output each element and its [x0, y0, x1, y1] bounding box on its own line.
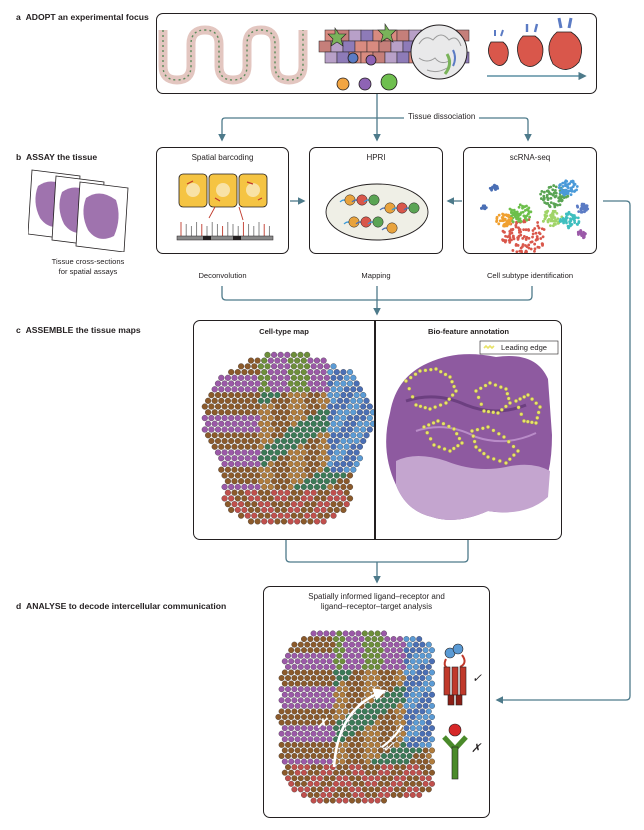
cell-type-spot-map [201, 351, 374, 525]
leading-edge-annotation [404, 367, 542, 465]
cross-mark: ✗ [471, 741, 482, 755]
leading-edge-legend-label: Leading edge [501, 343, 548, 352]
leading-edge-legend-box [479, 340, 559, 355]
intestinal-crypts-illustration [158, 25, 308, 85]
section-c-label: c ASSEMBLE the tissue maps [16, 325, 141, 335]
arrow-to-spatial-barcoding [218, 117, 377, 142]
barcode-array-icon [180, 206, 270, 236]
interaction-arrow-long [332, 688, 387, 768]
analyse-spot-map [275, 630, 435, 804]
receptor-complex-icon [443, 643, 467, 706]
interaction-arrow-short [381, 724, 403, 748]
experimental-focus-box [156, 13, 597, 94]
scrnaseq-title: scRNA-seq [509, 153, 551, 162]
section-b-label: b ASSAY the tissue [16, 152, 98, 162]
hpri-probes-icon [339, 194, 420, 234]
bio-feature-panel: Bio-feature annotation Leading edge [375, 320, 562, 540]
receptor-y-icon [442, 723, 468, 780]
analyse-title: Spatially informed ligand–receptor and l… [308, 592, 445, 611]
analyse-panel: Spatially informed ligand–receptor and l… [263, 586, 490, 818]
arrow-to-scrnaseq [377, 117, 532, 142]
barcoding-cells-icon [178, 173, 268, 208]
section-a-label: a ADOPT an experimental focus [16, 12, 149, 22]
check-mark: ✓ [472, 671, 483, 685]
tissue-dissociation-label: Tissue dissociation [404, 112, 480, 121]
he-tissue-section [386, 354, 552, 520]
cell-subtype-label: Cell subtype identification [486, 271, 574, 280]
brain-illustration [410, 24, 468, 80]
hpri-title: HPRI [366, 153, 386, 162]
bio-feature-title: Bio-feature annotation [428, 327, 509, 336]
arrow-scrnaseq-to-analyse [495, 200, 631, 704]
cell-type-map-title: Cell-type map [259, 327, 309, 336]
tissue-slides-stack [28, 169, 129, 252]
spatial-barcoding-box: Spatial barcoding [156, 147, 289, 254]
hpri-box: HPRI [309, 147, 443, 254]
mapping-label: Mapping [361, 271, 391, 280]
spatial-barcoding-title: Spatial barcoding [191, 153, 254, 162]
cell-type-map-panel: Cell-type map [193, 320, 375, 540]
umap-clusters-plot [480, 179, 590, 253]
deconvolution-label: Deconvolution [198, 271, 247, 280]
tissue-slide [75, 181, 129, 252]
heart-development-illustration [487, 17, 587, 81]
check-mark-on-map: ✓ [382, 739, 394, 755]
cross-mark-on-map: ✗ [316, 715, 328, 731]
scrnaseq-box: scRNA-seq [463, 147, 597, 254]
slides-caption: Tissue cross-sections for spatial assays [51, 257, 125, 276]
section-d-label: d ANALYSE to decode intercellular commun… [16, 601, 227, 611]
